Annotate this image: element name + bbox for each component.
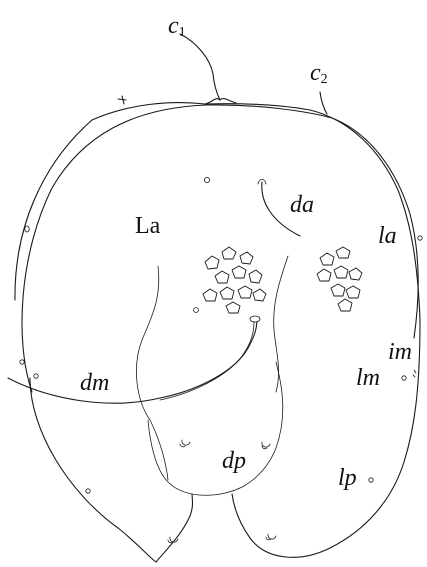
body-outline-posterior-right xyxy=(231,319,421,558)
label-dp: dp xyxy=(222,448,246,474)
seta-dm xyxy=(7,317,258,404)
label-La: La xyxy=(135,213,161,239)
label-dm: dm xyxy=(80,370,109,396)
label-c1-subscript: 1 xyxy=(179,25,186,40)
seta-dp-base-right xyxy=(261,441,271,450)
pore-left-margin xyxy=(24,225,30,233)
sclerite-right xyxy=(273,255,289,393)
sclerite-center xyxy=(147,361,284,496)
pore-left-2 xyxy=(33,373,39,379)
seta-dm-inner xyxy=(159,321,255,401)
seta-posterior-left xyxy=(167,536,179,544)
seta-posterior-right xyxy=(265,533,277,541)
label-c1: c1 xyxy=(168,13,186,40)
pore-top xyxy=(203,176,210,183)
seta-im-base xyxy=(412,369,417,378)
label-c2: c2 xyxy=(310,60,328,87)
dorsal-shield-outer xyxy=(14,102,421,321)
seta-c2 xyxy=(319,91,328,115)
seta-da-base xyxy=(257,179,267,185)
dorsal-shield-inner xyxy=(21,104,419,393)
pore-lm xyxy=(401,375,407,381)
label-im: im xyxy=(388,339,412,365)
seta-c1 xyxy=(179,33,221,101)
reticulation-cluster-right xyxy=(316,246,363,312)
body-outline-posterior-left xyxy=(155,493,194,563)
pore-lp xyxy=(368,477,374,483)
seta-dp-base-left xyxy=(179,439,191,448)
seta-da xyxy=(261,181,301,237)
reticulation-cluster-left xyxy=(193,246,267,314)
seta-marginal-left xyxy=(117,95,127,105)
sclerite-left xyxy=(136,265,169,481)
pore-left-1 xyxy=(19,359,25,365)
pore-la xyxy=(417,235,423,241)
label-la: la xyxy=(378,223,397,249)
label-da: da xyxy=(290,192,314,218)
body-outline xyxy=(29,377,157,563)
label-c2-subscript: 2 xyxy=(321,72,328,87)
pore-posterior-left xyxy=(85,488,91,494)
seta-dm-base xyxy=(249,315,261,323)
label-lp: lp xyxy=(338,465,357,491)
label-lm: lm xyxy=(356,365,380,391)
seta-c1-base xyxy=(204,97,237,105)
